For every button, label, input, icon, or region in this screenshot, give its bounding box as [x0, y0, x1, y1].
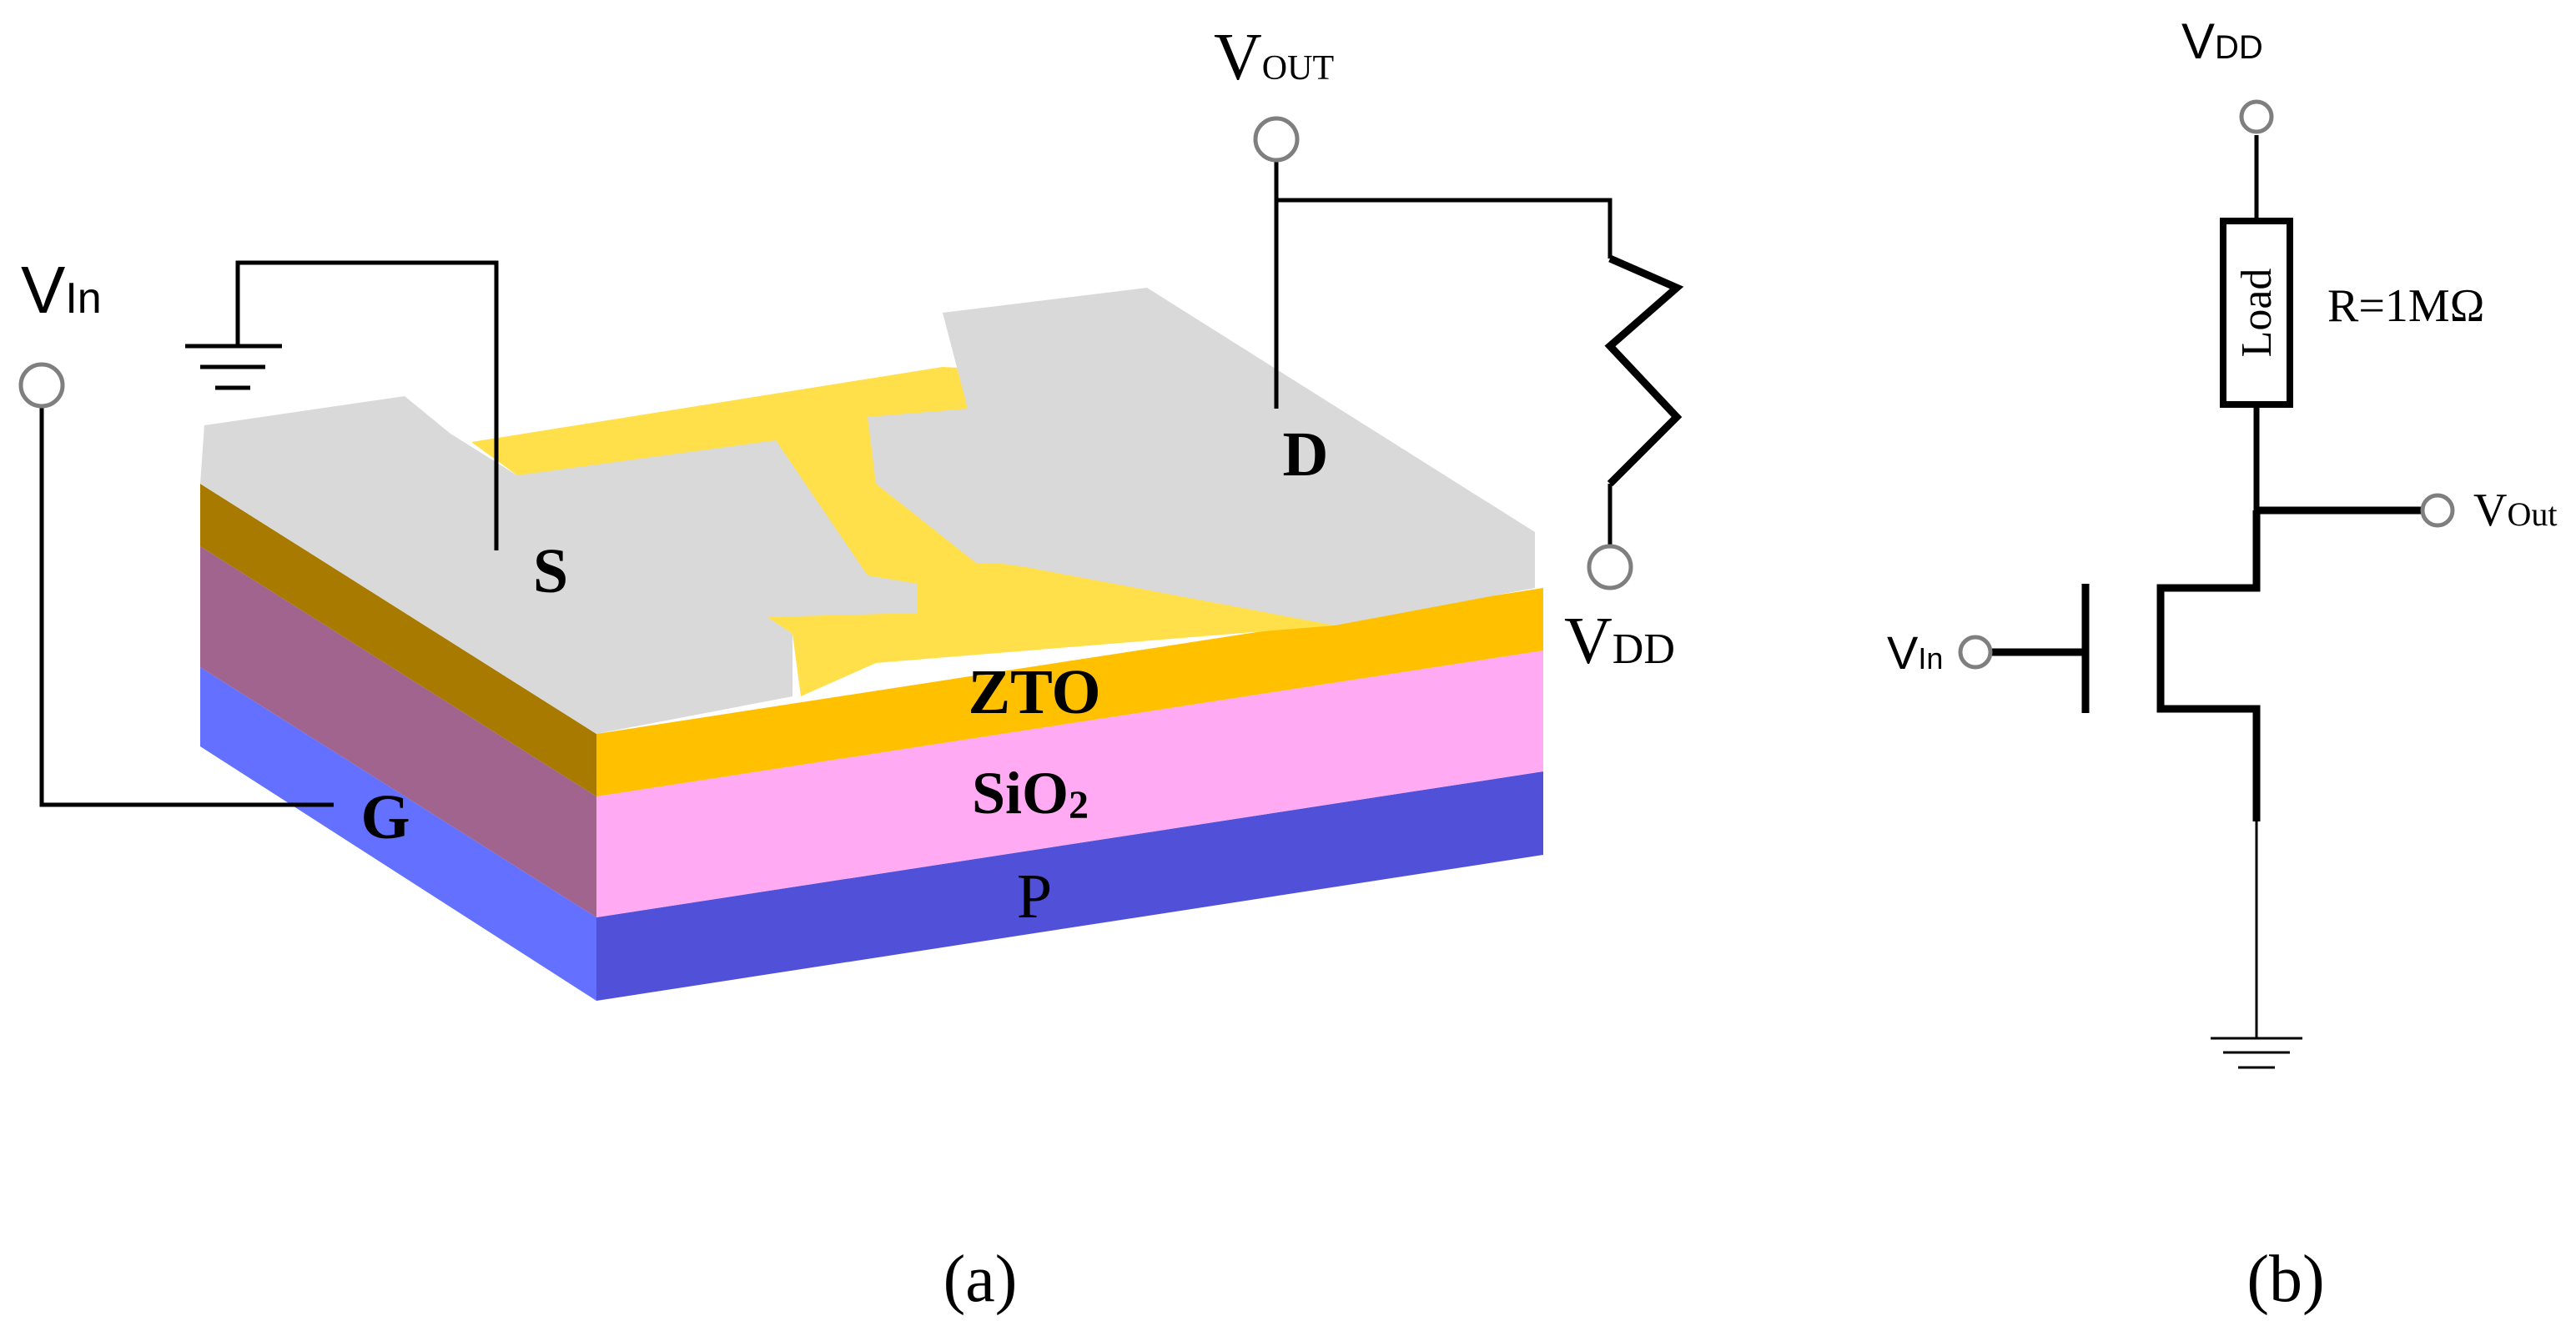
sio2-label: SiO2 — [972, 760, 1089, 827]
vout-node-icon — [1253, 116, 1300, 163]
caption-a: (a) — [943, 1243, 1018, 1316]
dielectric-side — [200, 546, 596, 917]
vout-resistor-wire — [1276, 198, 1613, 259]
vdd-label-b: VDD — [2181, 13, 2263, 69]
ground-icon-b — [2211, 1037, 2302, 1069]
substrate-label: P — [1017, 861, 1052, 932]
resistance-label: R=1MΩ — [2327, 280, 2484, 332]
load-label: Load — [2233, 269, 2281, 358]
vin-node-icon — [18, 362, 65, 409]
source-electrode — [200, 396, 918, 734]
zto-label: ZTO — [968, 657, 1100, 727]
panel-a-wiring — [39, 150, 1684, 807]
zto-side — [200, 484, 596, 796]
transistor-drain-path — [2156, 510, 2261, 821]
vin-label-b: VIn — [1887, 626, 1943, 679]
caption-b: (b) — [2246, 1243, 2324, 1316]
drain-electrode — [868, 288, 1535, 625]
circuit-schematic: Load — [1990, 135, 2423, 1038]
vout-label-b: VOut — [2473, 485, 2557, 536]
drain-label: D — [1283, 419, 1329, 490]
gate-vin-wire — [39, 404, 334, 807]
vout-label-a: VOUT — [1214, 21, 1334, 94]
dielectric-front — [596, 650, 1543, 917]
substrate-front — [596, 771, 1543, 1001]
vdd-node-icon-a — [1587, 544, 1633, 590]
vdd-label-a: VDD — [1564, 605, 1675, 678]
vin-label-a: VIn — [21, 253, 102, 327]
vin-node-icon-b — [1958, 635, 1993, 670]
load-resistor-box — [2220, 218, 2293, 408]
source-label: S — [533, 536, 568, 606]
vdd-node-icon-b — [2239, 99, 2274, 134]
device-3d-model — [200, 288, 1543, 1001]
source-ground-wire — [235, 260, 499, 550]
load-resistor-zigzag — [1604, 254, 1684, 487]
ground-icon-a — [185, 344, 282, 390]
vout-node-icon-b — [2420, 493, 2455, 528]
gate-label: G — [360, 782, 410, 852]
zto-front — [596, 588, 1543, 796]
channel-top — [471, 367, 1335, 696]
substrate-side — [200, 667, 596, 1001]
